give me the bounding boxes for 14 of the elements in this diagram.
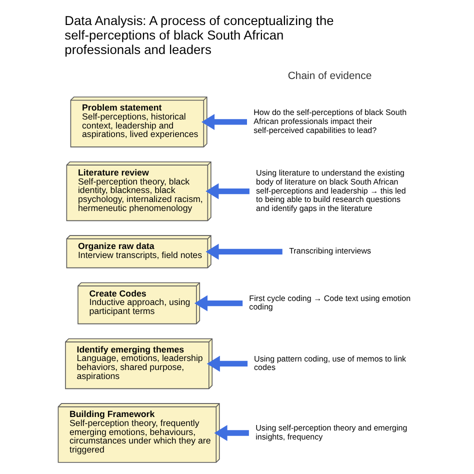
arrow (205, 183, 249, 200)
node-text: How do the self-perceptions of black South African professionals impact their self-perceived capabilities to lead? (253, 108, 406, 135)
node-text: Transcribing interviews (288, 246, 371, 256)
label: Chain of evidence (287, 70, 372, 82)
arrow (194, 295, 242, 312)
node-text: Using pattern coding, use of memos to link codes (254, 354, 406, 372)
arrow (214, 425, 248, 441)
arrow (205, 244, 282, 260)
arrow (206, 356, 248, 372)
diagram-title: Data Analysis: A process of conceptualizing the self-perceptions of black South African professionals and leaders (64, 13, 334, 58)
node-text: First cycle coding → Code text using emotion coding (248, 294, 410, 312)
node-text: Using literature to understand the existing body of literature on black South African self-perceptions and leadership → this led to being able to build research questions and identify gaps in the literature (256, 168, 406, 214)
node-text: Using self-perception theory and emerging insights, frequency (255, 424, 407, 442)
arrow (200, 114, 246, 130)
